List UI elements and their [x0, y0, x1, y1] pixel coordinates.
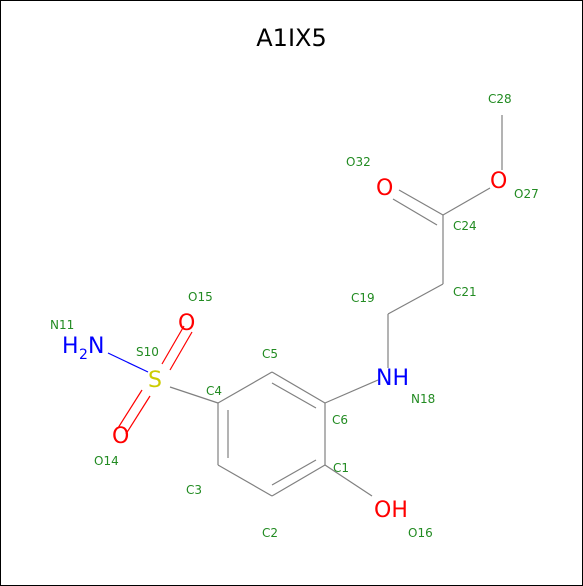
- bond-c19-c21: [387, 283, 444, 315]
- atom-label-o15: O15: [188, 290, 213, 304]
- bond-n11-s10: [107, 352, 149, 373]
- atom-label-c6: C6: [332, 413, 348, 427]
- atom-label-c2: C2: [262, 526, 278, 540]
- atom-label-n18: N18: [411, 392, 435, 406]
- oxygen-o15-symbol: O: [178, 311, 195, 336]
- bond-c24-o32-a: [398, 189, 444, 216]
- atom-label-s10: S10: [136, 345, 159, 359]
- atom-labels: C1 C2 C3 C4 C5 C6 S10 N11 O14 O15 O16 N1…: [50, 92, 539, 540]
- atom-label-o32: O32: [346, 155, 371, 169]
- bonds: [169, 115, 503, 497]
- atom-label-c21: C21: [453, 285, 477, 299]
- bond-c24-o27: [442, 187, 491, 216]
- element-symbols: S O O H 2 N NH OH O O: [62, 169, 507, 523]
- bond-c5-c6-inner: [271, 382, 317, 409]
- atom-label-c1: C1: [333, 461, 349, 475]
- bond-c24-o32-b: [392, 198, 438, 226]
- amino-n-symbol: N: [88, 334, 104, 359]
- bond-s10-o15-b: [169, 331, 193, 371]
- bond-c6-n18: [324, 379, 379, 404]
- atom-label-n11: N11: [50, 318, 74, 332]
- oxygen-o32-symbol: O: [376, 176, 393, 201]
- bond-c1-c2: [271, 464, 326, 497]
- amino-subscript: 2: [79, 347, 88, 363]
- atom-label-c28: C28: [488, 92, 512, 106]
- atom-label-c5: C5: [262, 347, 278, 361]
- bond-c2-c3: [217, 464, 273, 497]
- bond-s10-o14-a: [117, 389, 143, 429]
- atom-label-c24: C24: [453, 219, 477, 233]
- bond-c1-c2-inner: [271, 459, 317, 486]
- bond-c4-c5: [217, 371, 273, 404]
- sulfonyl-bonds: [107, 325, 193, 435]
- atom-label-o16: O16: [408, 526, 433, 540]
- oxygen-o14-symbol: O: [112, 424, 129, 449]
- bond-c5-c6: [271, 371, 326, 404]
- bond-s10-o14-b: [125, 395, 151, 435]
- atom-label-c3: C3: [186, 483, 202, 497]
- diagram-title: A1IX5: [256, 24, 327, 52]
- bond-c4-s10: [169, 386, 219, 404]
- bond-s10-o15-a: [161, 325, 185, 365]
- oxygen-o27-symbol: O: [490, 169, 507, 194]
- atom-label-o14: O14: [94, 454, 119, 468]
- atom-label-c19: C19: [351, 291, 375, 305]
- sulfur-symbol: S: [148, 368, 162, 393]
- atom-label-c4: C4: [206, 384, 222, 398]
- hydroxyl-symbol: OH: [374, 498, 408, 523]
- atom-label-o27: O27: [514, 187, 539, 201]
- amino-h-symbol: H: [62, 334, 79, 359]
- amine-nh-symbol: NH: [376, 366, 409, 391]
- bond-c1-o16: [324, 464, 373, 497]
